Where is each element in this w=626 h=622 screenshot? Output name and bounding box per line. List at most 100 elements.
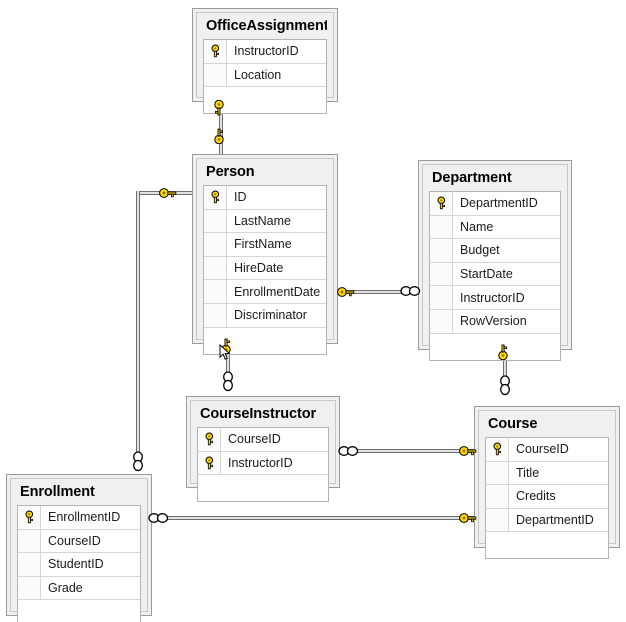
- column-name: [41, 600, 140, 622]
- row-gutter: [18, 600, 41, 622]
- primary-key-icon: [198, 428, 221, 451]
- connector-line: [226, 344, 230, 384]
- row-gutter: [430, 286, 453, 309]
- column-row[interactable]: Location: [204, 63, 326, 88]
- column-name: EnrollmentDate: [234, 284, 321, 299]
- column-row[interactable]: InstructorID: [430, 286, 560, 310]
- column-row[interactable]: StudentID: [18, 553, 140, 577]
- column-row[interactable]: DepartmentID: [486, 508, 608, 533]
- column-row[interactable]: RowVersion: [430, 309, 560, 334]
- column-name: ID: [234, 190, 247, 205]
- row-gutter: [486, 461, 509, 485]
- column-name: Title: [516, 465, 540, 480]
- column-name: [227, 328, 326, 354]
- column-row[interactable]: EnrollmentID: [18, 506, 140, 530]
- row-gutter: [18, 529, 41, 553]
- column-name: StartDate: [460, 267, 513, 282]
- endpoint-key-officeassignment: [210, 99, 228, 121]
- column-row[interactable]: ID: [204, 186, 326, 210]
- empty-row[interactable]: [18, 600, 140, 622]
- column-row[interactable]: CourseID: [18, 529, 140, 554]
- column-name: InstructorID: [228, 455, 293, 470]
- column-name: Grade: [48, 581, 83, 596]
- column-name: CourseID: [48, 533, 101, 548]
- column-row[interactable]: Credits: [486, 485, 608, 509]
- primary-key-icon: [198, 451, 221, 475]
- column-row[interactable]: Name: [430, 215, 560, 240]
- column-row[interactable]: CourseID: [198, 428, 328, 452]
- endpoint-key-course-courseinstructor: [458, 443, 478, 464]
- row-gutter: [204, 233, 227, 256]
- column-name: InstructorID: [234, 44, 299, 59]
- column-name: Name: [460, 219, 494, 234]
- row-gutter: [204, 63, 227, 87]
- primary-key-icon: [430, 192, 453, 215]
- endpoint-key-person-office: [210, 128, 228, 149]
- row-gutter: [430, 333, 453, 360]
- empty-row[interactable]: [198, 475, 328, 502]
- row-gutter: [18, 576, 41, 600]
- column-row[interactable]: CourseID: [486, 438, 608, 462]
- column-name: Budget: [460, 243, 500, 258]
- column-row[interactable]: FirstName: [204, 233, 326, 257]
- table-title-officeassignment: OfficeAssignment: [206, 18, 327, 34]
- endpoint-many-course-department: [497, 375, 513, 402]
- column-grid: CourseID InstructorID: [197, 427, 329, 503]
- column-name: HireDate: [234, 261, 284, 276]
- column-name: FirstName: [234, 237, 292, 252]
- row-gutter: [204, 303, 227, 327]
- column-row[interactable]: Title: [486, 461, 608, 486]
- column-name: CourseID: [228, 432, 281, 447]
- column-name: CourseID: [516, 442, 569, 457]
- primary-key-icon: [204, 40, 227, 63]
- column-row[interactable]: HireDate: [204, 256, 326, 281]
- endpoint-many-courseinstructor-person: [220, 371, 236, 398]
- connector-line: [338, 290, 420, 294]
- column-name: Location: [234, 67, 282, 82]
- column-name: DepartmentID: [460, 196, 538, 211]
- column-name: [227, 87, 326, 113]
- column-grid: InstructorID Location: [203, 39, 327, 115]
- connector-line: [150, 516, 476, 520]
- endpoint-many-enrollment-course: [148, 510, 170, 531]
- column-name: StudentID: [48, 557, 104, 572]
- column-row[interactable]: Grade: [18, 576, 140, 601]
- column-row[interactable]: Budget: [430, 239, 560, 263]
- column-row[interactable]: InstructorID: [198, 451, 328, 476]
- primary-key-icon: [486, 438, 509, 461]
- column-row[interactable]: EnrollmentDate: [204, 280, 326, 304]
- row-gutter: [18, 553, 41, 576]
- endpoint-many-enrollment-person: [130, 451, 146, 478]
- endpoint-many-courseinstructor-course: [338, 443, 360, 464]
- column-name: [221, 475, 328, 501]
- column-grid: EnrollmentID CourseID StudentID Grade: [17, 505, 141, 622]
- primary-key-icon: [18, 506, 41, 529]
- column-row[interactable]: LastName: [204, 209, 326, 234]
- empty-row[interactable]: [430, 333, 560, 360]
- column-row[interactable]: InstructorID: [204, 40, 326, 64]
- column-name: LastName: [234, 213, 291, 228]
- column-row[interactable]: DepartmentID: [430, 192, 560, 216]
- endpoint-key-person-department: [336, 284, 356, 305]
- empty-row[interactable]: [486, 532, 608, 559]
- endpoint-many-department: [400, 283, 422, 304]
- table-title-department: Department: [432, 170, 512, 186]
- column-row[interactable]: StartDate: [430, 262, 560, 287]
- column-row[interactable]: Discriminator: [204, 303, 326, 328]
- connector-line: [503, 350, 507, 388]
- table-title-courseinstructor: CourseInstructor: [200, 406, 317, 422]
- row-gutter: [486, 532, 509, 559]
